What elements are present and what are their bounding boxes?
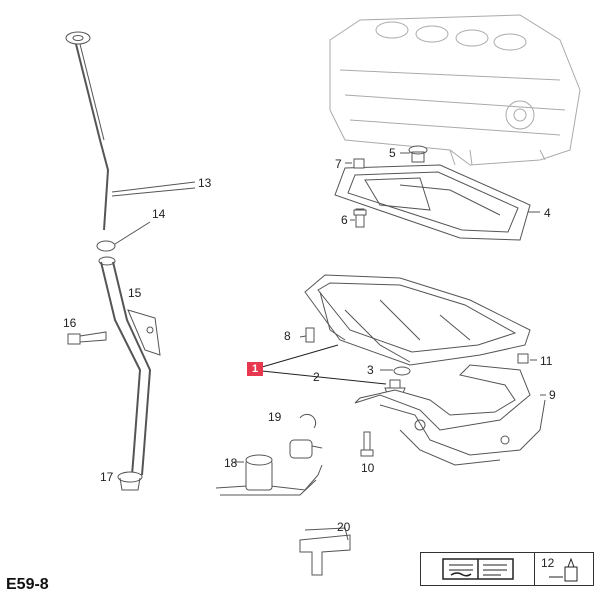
manual-reference-box	[420, 552, 536, 586]
callout-19[interactable]: 19	[268, 410, 282, 424]
bolt-6	[353, 208, 367, 228]
engine-block	[329, 14, 581, 166]
bolt-16	[67, 331, 107, 345]
bolt-8	[305, 327, 315, 343]
callout-8[interactable]: 8	[284, 329, 291, 343]
nut-7	[353, 158, 365, 169]
callout-6[interactable]: 6	[341, 213, 348, 227]
nut-11	[517, 353, 529, 364]
dipstick-tube	[98, 256, 161, 476]
callout-20[interactable]: 20	[337, 520, 351, 534]
note-12-box: 12	[534, 552, 594, 586]
oil-pump-bracket	[354, 364, 546, 466]
dipstick	[65, 31, 110, 231]
callout-14[interactable]: 14	[152, 207, 166, 221]
callout-18[interactable]: 18	[224, 456, 238, 470]
open-book-wrench-icon	[442, 558, 514, 580]
callout-16[interactable]: 16	[63, 316, 77, 330]
callout-1-highlighted[interactable]: 1	[247, 362, 263, 376]
oil-pan-gasket	[334, 164, 531, 241]
seal-ring	[96, 240, 116, 252]
callout-17[interactable]: 17	[100, 470, 114, 484]
callout-15[interactable]: 15	[128, 286, 142, 300]
note-12-number: 12	[541, 556, 555, 570]
callout-11[interactable]: 11	[540, 354, 553, 368]
callout-10[interactable]: 10	[361, 461, 375, 475]
diagram-code: E59-8	[6, 576, 49, 593]
drain-plug-5	[408, 145, 428, 163]
callout-2[interactable]: 2	[313, 370, 320, 384]
callout-5[interactable]: 5	[389, 146, 396, 160]
callout-7[interactable]: 7	[335, 157, 342, 171]
oil-pan	[304, 274, 531, 366]
callout-3[interactable]: 3	[367, 363, 374, 377]
o-ring-17	[117, 471, 143, 491]
callout-13[interactable]: 13	[198, 176, 212, 190]
oil-level-sensor	[215, 439, 323, 496]
callout-4[interactable]: 4	[544, 206, 551, 220]
callout-9[interactable]: 9	[549, 388, 556, 402]
seal-ring-3	[393, 366, 411, 376]
bolt-10	[360, 431, 374, 457]
retaining-clip	[299, 413, 317, 429]
sealant-tube-icon	[549, 557, 578, 582]
cable-bracket	[299, 527, 351, 576]
